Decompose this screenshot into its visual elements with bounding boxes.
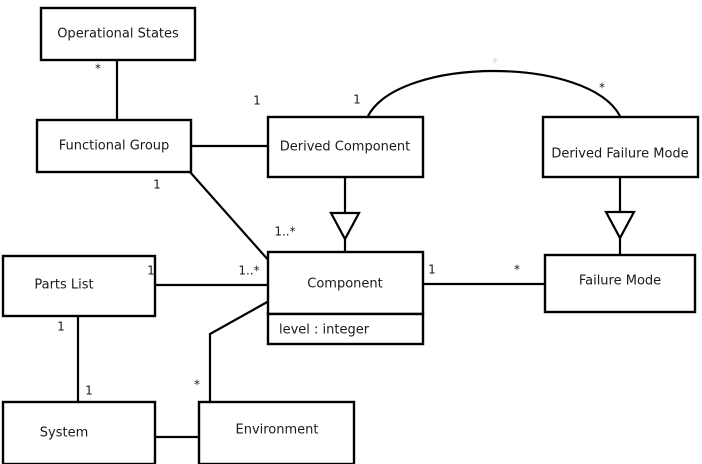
class-box-functional-group[interactable]: Functional Group <box>35 118 193 174</box>
association-functional-group-component[interactable] <box>189 171 271 263</box>
multiplicity-derived-component-one: 1 <box>253 94 261 108</box>
class-box-environment[interactable]: Environment <box>197 400 356 464</box>
class-label-failure-mode: Failure Mode <box>579 274 661 289</box>
class-rect-parts-list <box>1 254 157 318</box>
multiplicity-parts-list-component-one-star: 1..* <box>238 264 259 278</box>
class-box-component[interactable]: Component level : integer <box>266 250 425 346</box>
multiplicity-environment-star: * <box>194 378 200 392</box>
multiplicity-parts-list-one: 1 <box>147 264 155 278</box>
multiplicity-arc-apex-star: * <box>492 56 498 70</box>
association-environment-component-diagonal[interactable] <box>209 300 270 335</box>
class-box-derived-component[interactable]: Derived Component <box>266 115 425 179</box>
class-box-failure-mode[interactable]: Failure Mode <box>543 253 697 314</box>
class-label-environment: Environment <box>235 423 318 438</box>
class-rect-derived-component <box>266 115 425 179</box>
class-attribute-component-level: level : integer <box>279 323 370 338</box>
multiplicity-parts-list-system-bottom-one: 1 <box>85 384 93 398</box>
multiplicity-component-failure-mode-one: 1 <box>428 263 436 277</box>
class-rect-environment <box>197 400 356 464</box>
class-label-component: Component <box>307 277 382 292</box>
class-rect-component <box>266 250 425 316</box>
class-rect-functional-group <box>35 118 193 174</box>
association-arc-derived-component-derived-failure-mode[interactable] <box>367 69 621 117</box>
multiplicity-component-failure-mode-star: * <box>514 263 520 277</box>
class-box-derived-failure-mode[interactable]: Derived Failure Mode <box>541 115 700 179</box>
class-rect-derived-failure-mode <box>541 115 700 179</box>
class-rect-operational-states <box>39 6 197 62</box>
class-label-parts-list: Parts List <box>34 278 93 293</box>
class-box-operational-states[interactable]: Operational States <box>39 6 197 62</box>
multiplicity-operational-states-star: * <box>95 62 101 76</box>
class-box-system[interactable]: System <box>1 400 157 464</box>
class-rect-system <box>1 400 157 464</box>
class-rect-failure-mode <box>543 253 697 314</box>
generalization-triangle-derived-failure-mode <box>604 210 636 241</box>
generalization-triangle-derived-component <box>329 211 361 242</box>
class-label-derived-component: Derived Component <box>280 140 411 155</box>
multiplicity-arc-derived-failure-mode-star: * <box>599 81 605 95</box>
multiplicity-functional-group-component-one: 1 <box>153 178 161 192</box>
class-label-derived-failure-mode: Derived Failure Mode <box>551 147 688 162</box>
class-label-functional-group: Functional Group <box>59 139 170 154</box>
multiplicity-parts-list-system-top-one: 1 <box>57 320 65 334</box>
class-box-parts-list[interactable]: Parts List <box>1 254 157 318</box>
class-rect-component-attributes <box>266 312 425 346</box>
multiplicity-arc-derived-component-one: 1 <box>353 93 361 107</box>
class-label-system: System <box>40 426 88 441</box>
class-label-operational-states: Operational States <box>57 27 179 42</box>
multiplicity-functional-group-component-one-star: 1..* <box>274 225 295 239</box>
